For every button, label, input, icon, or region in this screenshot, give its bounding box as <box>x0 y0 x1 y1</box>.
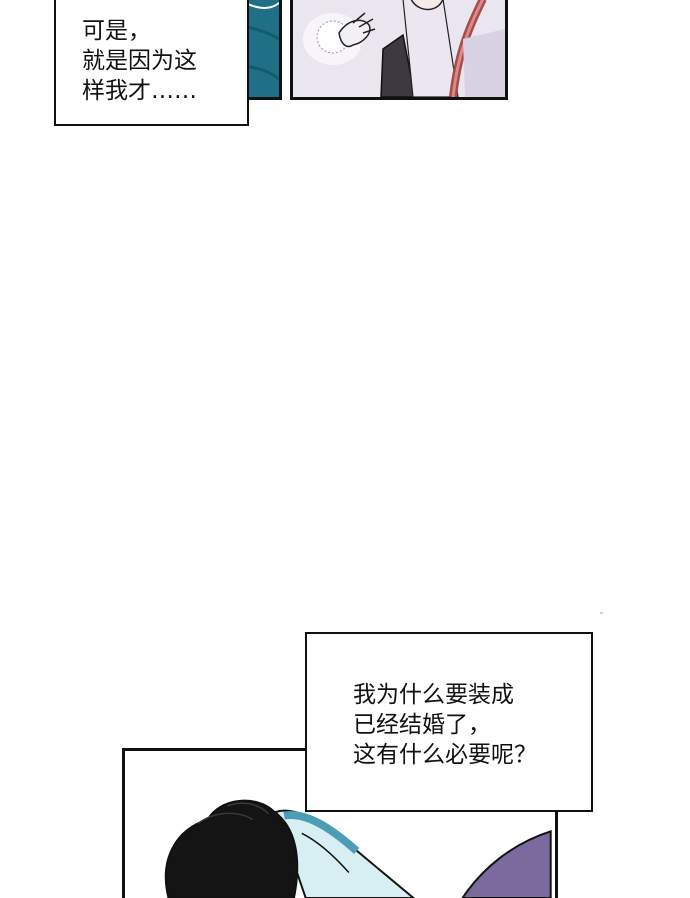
caption-box-bottom: 我为什么要装成 已经结婚了， 这有什么必要呢？ <box>305 632 593 812</box>
caption-top-line-1: 可是， <box>82 18 151 44</box>
caption-bottom-line-2: 已经结婚了， <box>353 712 491 738</box>
caption-top-line-2: 就是因为这 <box>82 48 197 74</box>
comic-panel-bottom <box>122 748 558 898</box>
caption-bottom-line-3: 这有什么必要呢？ <box>353 742 537 768</box>
caption-top-line-3: 样我才…… <box>82 78 197 104</box>
panel-artwork-characters <box>293 0 505 97</box>
caption-box-top: 可是， 就是因为这 样我才…… <box>54 0 249 126</box>
ink-speck <box>600 612 603 614</box>
panel-artwork-character-hair <box>129 751 552 898</box>
caption-bottom-line-1: 我为什么要装成 <box>353 682 514 708</box>
comic-panel-top-right <box>290 0 508 100</box>
